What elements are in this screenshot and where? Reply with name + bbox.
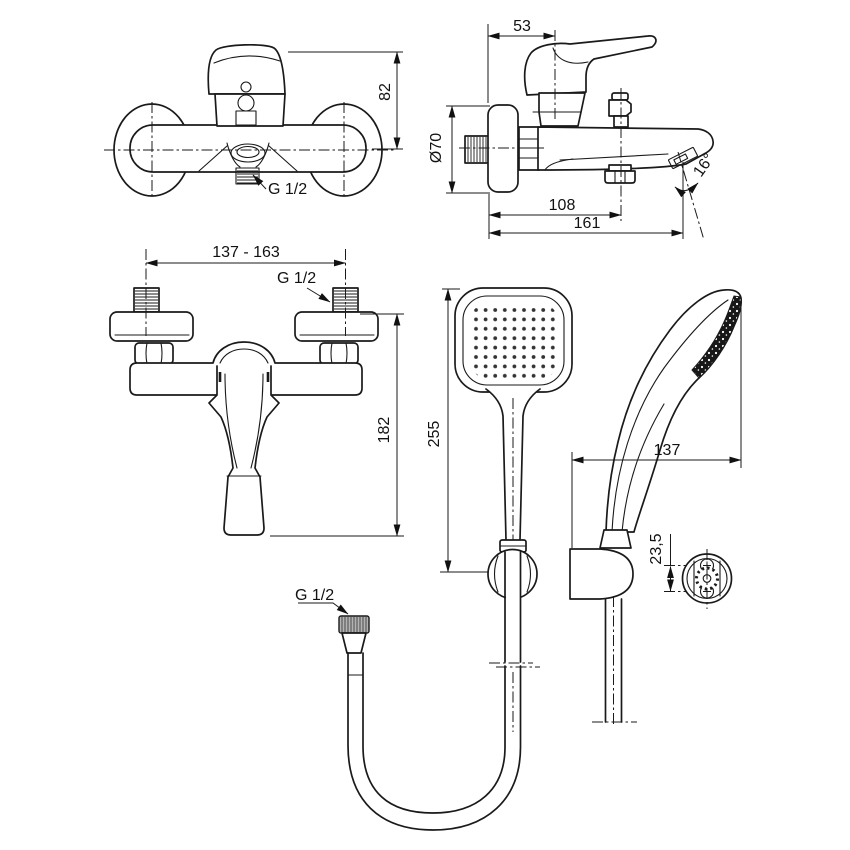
dimension-screw-spacing: 23,5: [648, 533, 674, 592]
dim-label-23-5: 23,5: [648, 533, 665, 564]
dim-label-137-163: 137 - 163: [212, 244, 280, 261]
spray-nozzles: [469, 303, 559, 379]
dim-label-d70: Ø70: [428, 133, 445, 163]
dim-label-82: 82: [377, 83, 394, 101]
view-shower-hose: G 1/2: [295, 587, 522, 831]
view-hand-shower-side: 137: [569, 288, 743, 727]
inlet-thread-label: G 1/2: [277, 270, 331, 303]
dim-label-g12-outlet: G 1/2: [268, 181, 307, 198]
dimension-108: 108: [488, 194, 622, 239]
dim-label-137: 137: [654, 442, 681, 459]
dim-label-255: 255: [426, 421, 443, 448]
dim-label-g12-hose: G 1/2: [295, 587, 334, 604]
dim-label-g12-inlet: G 1/2: [277, 270, 316, 287]
dimension-height-182: 182: [270, 313, 404, 537]
view-mixer-connections: 137 - 163 G 1/2 182: [109, 244, 404, 537]
view-hand-shower-front: 255: [426, 287, 573, 668]
dimension-flange-diameter: Ø70: [428, 105, 490, 194]
dim-label-108: 108: [549, 197, 576, 214]
dimension-height-82: 82: [288, 51, 403, 150]
view-wall-bracket-rear: 23,5: [648, 533, 733, 609]
dim-label-182: 182: [376, 417, 393, 444]
dimension-length-255: 255: [426, 288, 488, 573]
dimension-161: 161: [488, 162, 684, 239]
spray-face-texture: [691, 295, 742, 379]
outlet-thread-label: G 1/2: [252, 174, 307, 198]
dim-label-161: 161: [574, 215, 601, 232]
view-mixer-side: 53 Ø70 108 161 16°: [428, 18, 718, 241]
dimension-depth-137: 137: [571, 300, 742, 548]
dim-label-53: 53: [513, 18, 531, 35]
view-mixer-front: 82 G 1/2: [104, 44, 403, 198]
dimension-hole-spacing: 137 - 163: [145, 244, 346, 267]
hose-thread-label: G 1/2: [295, 587, 349, 615]
dimension-depth-53: 53: [487, 18, 556, 103]
